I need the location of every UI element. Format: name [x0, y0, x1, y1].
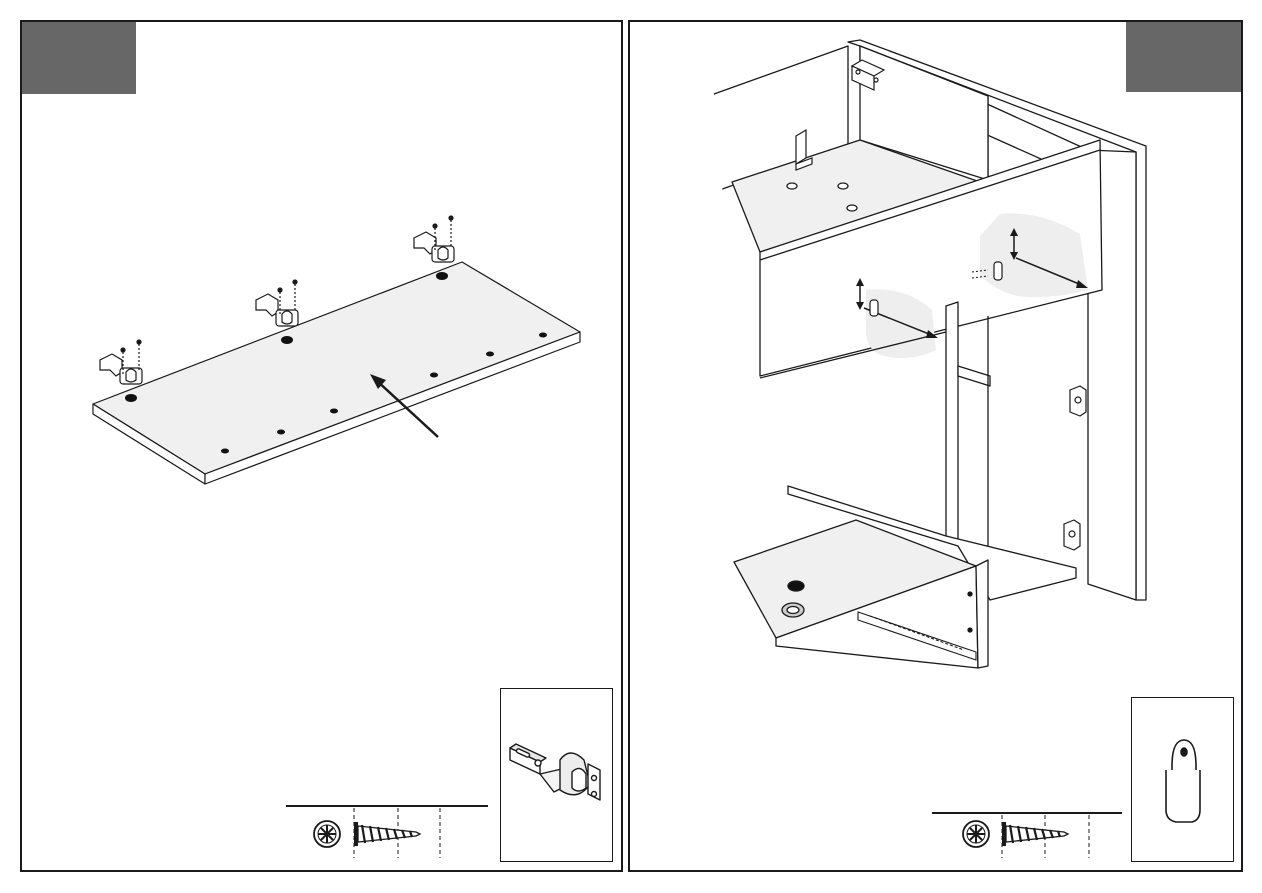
clip-bracket-icon [1166, 740, 1200, 822]
phillips-drive-icon-right [963, 821, 989, 847]
wood-screw-icon-right [1002, 822, 1068, 846]
